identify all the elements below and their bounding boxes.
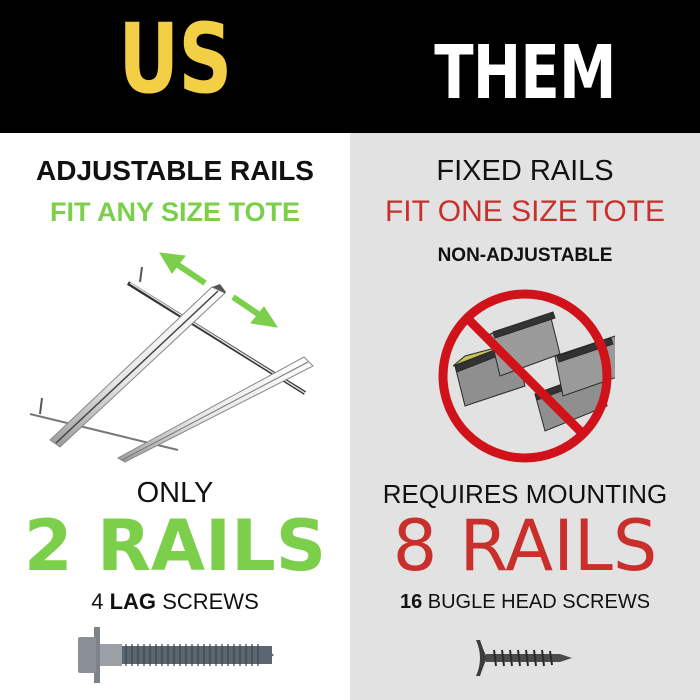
us-count-headline: 2 RAILS [23, 505, 327, 587]
them-note: NON-ADJUSTABLE [437, 245, 613, 266]
us-heading: ADJUSTABLE RAILS [36, 155, 314, 186]
us-screws-count: 4 [91, 589, 104, 614]
header-bar: US THEM [0, 0, 700, 133]
them-screws-count: 16 [399, 591, 423, 613]
us-subheading: FIT ANY SIZE TOTE [49, 197, 301, 227]
them-subheading: FIT ONE SIZE TOTE [384, 195, 666, 228]
totes-prohibited-icon [438, 289, 615, 463]
us-screws-label: SCREWS [162, 589, 259, 614]
them-title: THEM [434, 30, 616, 116]
us-title: US [118, 3, 232, 115]
us-screws-text: 4 LAG SCREWS [0, 589, 350, 615]
us-screws-type: LAG [109, 589, 157, 614]
them-heading: FIXED RAILS [436, 155, 614, 187]
lag-screw-icon [78, 627, 274, 683]
us-panel: ADJUSTABLE RAILS FIT ANY SIZE TOTE [0, 133, 350, 700]
them-count-headline: 8 RAILS [392, 505, 658, 587]
adjustable-rails-icon [29, 252, 314, 463]
them-panel: FIXED RAILS FIT ONE SIZE TOTE NON-ADJUST… [350, 133, 700, 700]
them-screws-label: BUGLE HEAD SCREWS [427, 591, 651, 613]
us-count-prefix: ONLY [136, 477, 214, 509]
them-screws-text: 16 BUGLE HEAD SCREWS [350, 591, 700, 614]
them-count-prefix: REQUIRES MOUNTING [382, 479, 668, 509]
bugle-head-screw-icon [476, 640, 572, 676]
